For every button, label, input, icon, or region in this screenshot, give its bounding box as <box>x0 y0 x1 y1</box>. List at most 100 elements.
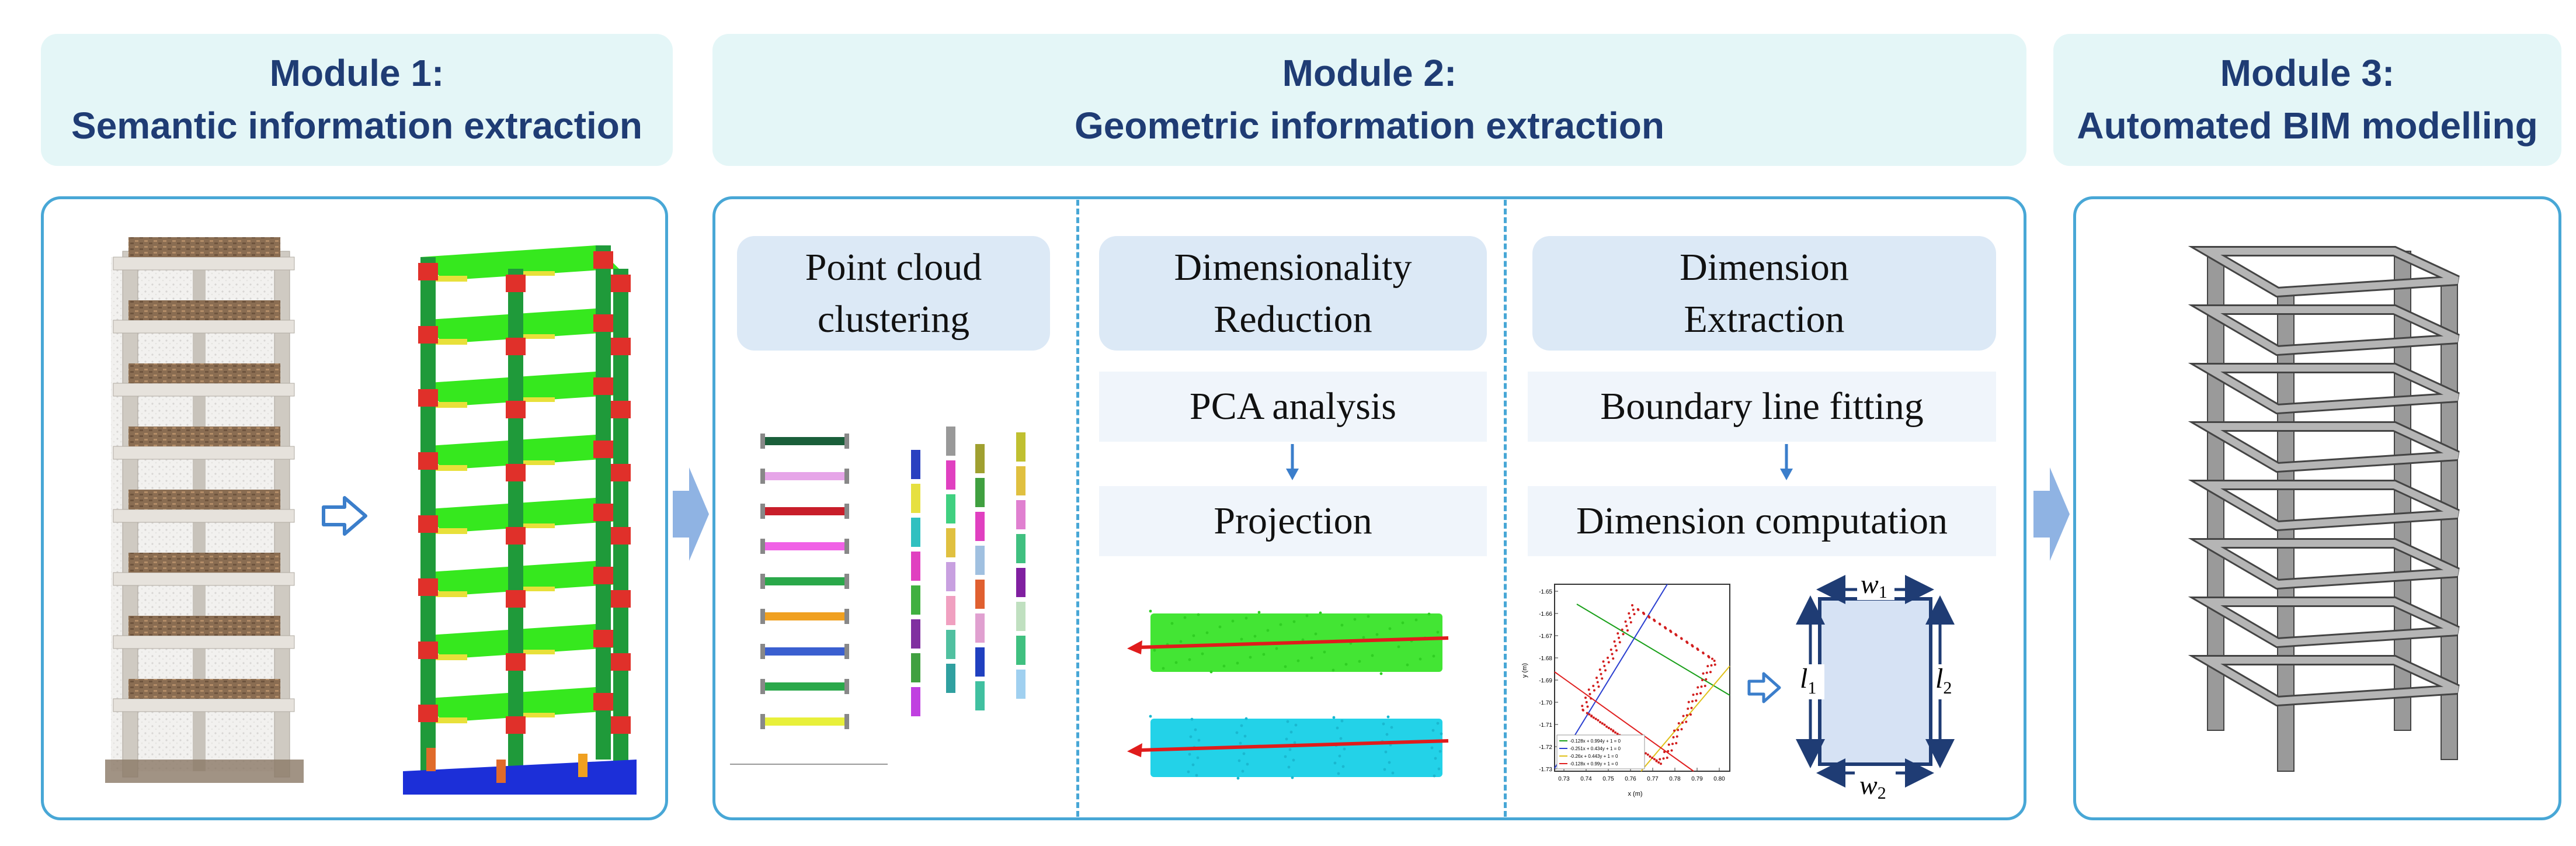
point <box>1187 770 1190 774</box>
point <box>1386 715 1390 719</box>
point <box>1243 734 1247 738</box>
point <box>1275 647 1278 650</box>
point <box>1434 757 1437 760</box>
point <box>1237 759 1241 762</box>
column-cluster <box>975 512 985 541</box>
l2-label: l2 <box>1935 663 1952 698</box>
beam-end <box>844 504 849 519</box>
column-cluster <box>975 613 985 643</box>
joint <box>593 251 613 269</box>
boundary-point <box>1685 640 1688 643</box>
w2-label: w2 <box>1859 770 1886 803</box>
point <box>1436 722 1440 725</box>
module-2-divider-2 <box>1504 200 1507 817</box>
slab <box>113 320 295 334</box>
extraction-line2: Extraction <box>1684 298 1845 341</box>
point <box>1149 609 1152 613</box>
beam <box>520 650 555 654</box>
boundary-point <box>1629 616 1631 619</box>
boundary-point <box>1677 722 1680 725</box>
module-2-divider-1 <box>1076 200 1079 817</box>
point <box>1205 631 1209 634</box>
boundary-point <box>1649 755 1652 758</box>
projection-axis-red <box>1138 739 1449 752</box>
dimension-computation-label: Dimension computation <box>1576 500 1948 542</box>
beam <box>520 334 555 339</box>
boundary-point <box>1592 685 1595 688</box>
joint <box>593 630 613 647</box>
beam-cluster <box>760 612 848 620</box>
footing <box>578 754 587 777</box>
column-cluster <box>1016 602 1025 631</box>
beam <box>432 465 467 471</box>
legend-4: -0.128x + 0.99y + 1 = 0 <box>1570 761 1618 767</box>
joint <box>506 527 526 545</box>
boundary-point <box>1669 629 1672 632</box>
boundary-point <box>1596 681 1599 684</box>
boundary-point <box>1590 697 1593 700</box>
point <box>1390 726 1393 729</box>
point <box>1375 633 1379 636</box>
floor-slab <box>420 245 619 280</box>
module-3-header: Module 3: Automated BIM modelling <box>2053 34 2561 166</box>
legend-2: -0.251x + 0.434y + 1 = 0 <box>1570 746 1621 751</box>
dimension-extraction-box: Dimension Extraction <box>1532 236 1996 351</box>
point <box>1388 761 1391 764</box>
brick-pile <box>128 616 280 636</box>
beam-end <box>760 609 765 624</box>
column-cluster <box>1016 534 1025 563</box>
point <box>1236 776 1240 780</box>
boundary-point <box>1592 716 1595 719</box>
column-cluster <box>975 580 985 609</box>
beam <box>432 402 467 408</box>
point <box>1397 645 1400 649</box>
point <box>1288 748 1292 751</box>
column-cluster <box>946 427 955 456</box>
clustering-line2: clustering <box>817 298 970 341</box>
beam-cluster <box>760 542 848 550</box>
column-cluster <box>911 484 920 513</box>
boundary-point <box>1710 664 1713 667</box>
point <box>1323 650 1326 654</box>
point <box>1292 620 1296 623</box>
point <box>1379 672 1383 675</box>
boundary-point <box>1616 733 1619 736</box>
arrowhead <box>1127 640 1142 654</box>
column-cluster <box>946 596 955 625</box>
beam <box>432 528 467 534</box>
x-tick-label: 0.77 <box>1647 776 1659 782</box>
projection-box: Projection <box>1099 486 1487 556</box>
boundary-point <box>1603 664 1606 667</box>
joint <box>593 693 613 710</box>
beam-end <box>844 434 849 449</box>
joint <box>506 401 526 418</box>
brick-pile <box>128 237 280 257</box>
boundary-point <box>1692 694 1695 696</box>
point <box>1188 658 1191 661</box>
boundary-point <box>1671 743 1674 746</box>
y-tick-label: -1.67 <box>1539 633 1552 640</box>
beam-cluster <box>760 472 848 480</box>
beam <box>432 717 467 723</box>
point <box>1201 652 1204 656</box>
joint <box>611 653 631 671</box>
column-cluster <box>1016 568 1025 597</box>
column-cluster <box>911 450 920 479</box>
boundary-point <box>1685 714 1688 717</box>
boundary-point <box>1594 717 1597 720</box>
boundary-point <box>1612 730 1615 733</box>
boundary-point <box>1586 705 1589 708</box>
point <box>1427 612 1431 616</box>
joint <box>593 567 613 584</box>
point <box>1340 623 1344 627</box>
beam-end <box>760 574 765 589</box>
boundary-point <box>1615 649 1618 652</box>
joint <box>506 653 526 671</box>
point <box>1266 629 1270 632</box>
point <box>1236 661 1239 665</box>
y-tick-label: -1.65 <box>1539 589 1552 595</box>
arrow-module2-to-3-icon <box>2033 467 2070 561</box>
point <box>1340 719 1344 723</box>
joint <box>611 401 631 418</box>
brick-pile <box>128 679 280 699</box>
